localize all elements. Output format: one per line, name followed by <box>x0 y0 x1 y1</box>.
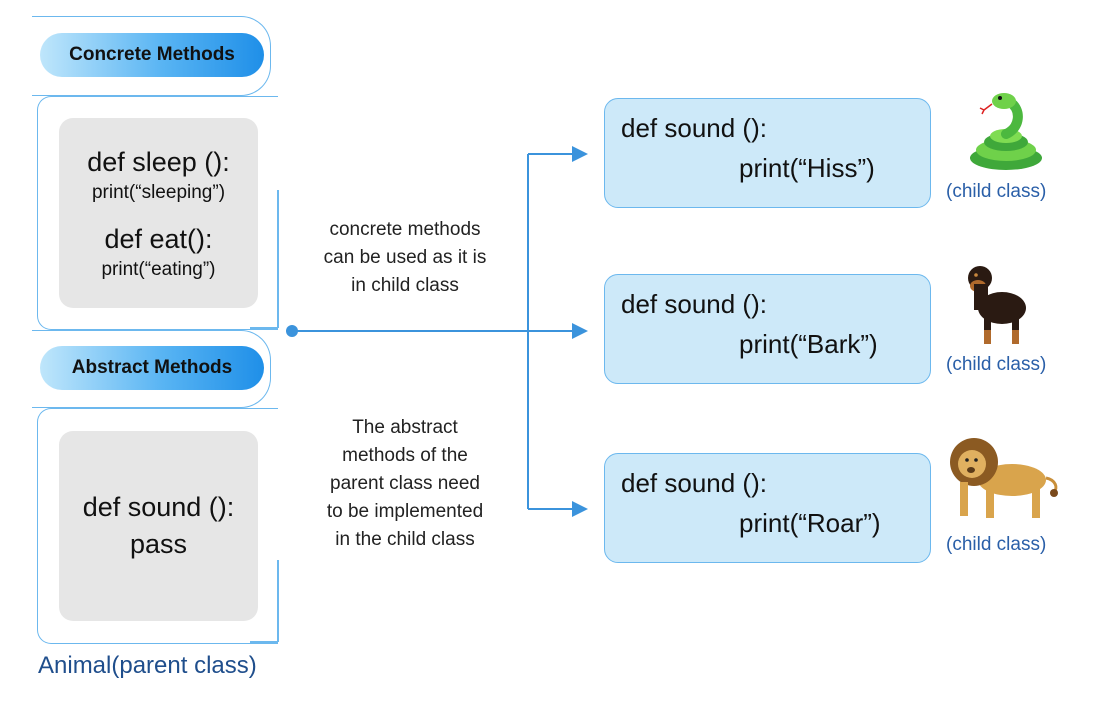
concrete-note-line: in child class <box>351 275 459 296</box>
abstract-bracket-bottom-right <box>250 641 278 643</box>
abstract-note-line: methods of the <box>342 445 468 466</box>
arrow-head-roar <box>572 501 588 517</box>
child-class-label-dog: (child class) <box>946 354 1047 375</box>
abstract-note-line: in the child class <box>335 529 475 550</box>
abstract-sound-body: pass <box>129 529 188 559</box>
parent-class-caption: Animal(parent class) <box>38 652 257 679</box>
eat-method-body: print(“eating”) <box>101 259 216 280</box>
child-sound-body: print(“Roar”) <box>739 508 881 538</box>
concrete-code-box: def sleep (): print(“sleeping”) def eat(… <box>59 118 258 308</box>
snake-icon <box>970 93 1042 170</box>
abstract-section-bracket <box>37 408 278 644</box>
child-box-dog: def sound (): print(“Bark”) <box>604 274 931 384</box>
concrete-methods-pill: Concrete Methods <box>40 33 264 77</box>
child-sound-def: def sound (): <box>621 468 767 498</box>
child-sound-body: print(“Bark”) <box>739 329 878 359</box>
sleep-method-body: print(“sleeping”) <box>91 182 226 203</box>
abstract-pill-ring <box>32 330 271 408</box>
abstract-note: The abstract methods of the parent class… <box>300 414 510 554</box>
child-sound-def: def sound (): <box>621 289 767 319</box>
concrete-bracket-right <box>277 190 279 328</box>
concrete-bracket-bottom-right <box>250 327 278 329</box>
child-sound-body: print(“Hiss”) <box>739 153 875 183</box>
abstract-note-line: The abstract <box>352 417 458 438</box>
arrow-head-bark <box>572 323 588 339</box>
child-box-lion: def sound (): print(“Roar”) <box>604 453 931 563</box>
abstract-methods-pill: Abstract Methods <box>40 346 264 390</box>
child-class-label-snake: (child class) <box>946 181 1047 202</box>
arrow-head-hiss <box>572 146 588 162</box>
sleep-method-def: def sleep (): <box>87 147 230 177</box>
abstract-bracket-right <box>277 560 279 642</box>
eat-method-def: def eat(): <box>104 224 213 254</box>
abstract-sound-def: def sound (): <box>82 492 235 522</box>
concrete-section-bracket <box>37 96 278 330</box>
abstract-note-line: to be implemented <box>326 501 484 522</box>
concrete-note-line: concrete methods <box>329 219 481 240</box>
lion-icon <box>950 438 1058 518</box>
child-box-snake: def sound (): print(“Hiss”) <box>604 98 931 208</box>
child-class-label-lion: (child class) <box>946 534 1047 555</box>
child-sound-def: def sound (): <box>621 113 767 143</box>
abstract-code-box: def sound (): pass <box>59 431 258 621</box>
abstract-note-line: parent class need <box>330 473 480 494</box>
concrete-note: concrete methods can be used as it is in… <box>300 216 510 300</box>
dog-icon <box>968 266 1026 344</box>
concrete-note-line: can be used as it is <box>323 247 487 268</box>
concrete-pill-ring <box>32 16 271 96</box>
